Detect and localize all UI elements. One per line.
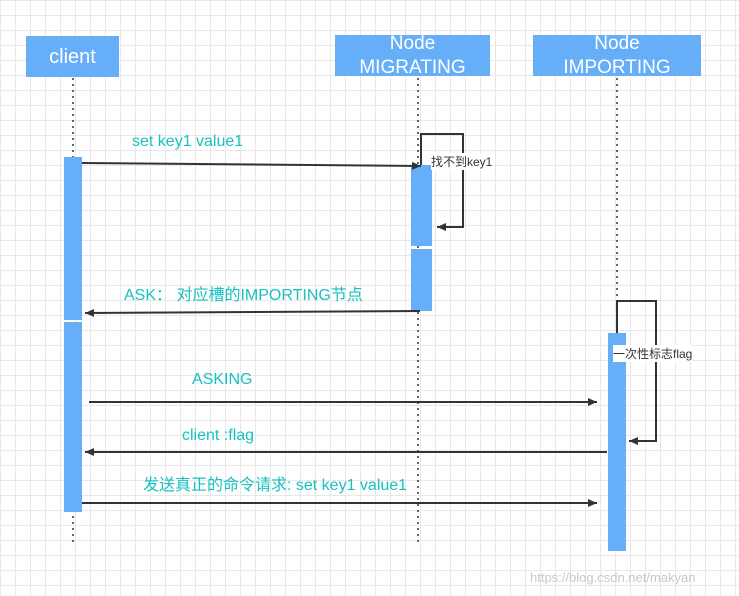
activation-client-1 xyxy=(64,157,82,320)
watermark: https://blog.csdn.net/makyan xyxy=(530,570,696,585)
message-client-flag: client :flag xyxy=(182,427,255,444)
arrow-set-key xyxy=(81,161,422,170)
note-once-flag: 一次性标志flag xyxy=(613,345,693,362)
self-message-migrating xyxy=(420,133,464,231)
actor-client: client xyxy=(26,36,119,77)
message-asking: ASKING xyxy=(192,371,253,388)
actor-node-migrating: Node MIGRATING xyxy=(335,33,490,78)
activation-client-2 xyxy=(64,322,82,512)
message-ask: ASK： 对应槽的IMPORTING节点 xyxy=(124,287,363,304)
message-real-command: 发送真正的命令请求: set key1 value1 xyxy=(143,477,408,494)
note-not-found: 找不到key1 xyxy=(431,153,493,170)
actor-node-importing: Node IMPORTING xyxy=(533,33,701,78)
arrow-ask xyxy=(84,308,421,317)
activation-migrating-2 xyxy=(411,249,432,311)
self-message-importing xyxy=(616,300,657,445)
activation-migrating-1 xyxy=(411,165,432,246)
message-set-key: set key1 value1 xyxy=(132,133,244,150)
activation-importing xyxy=(608,333,626,551)
